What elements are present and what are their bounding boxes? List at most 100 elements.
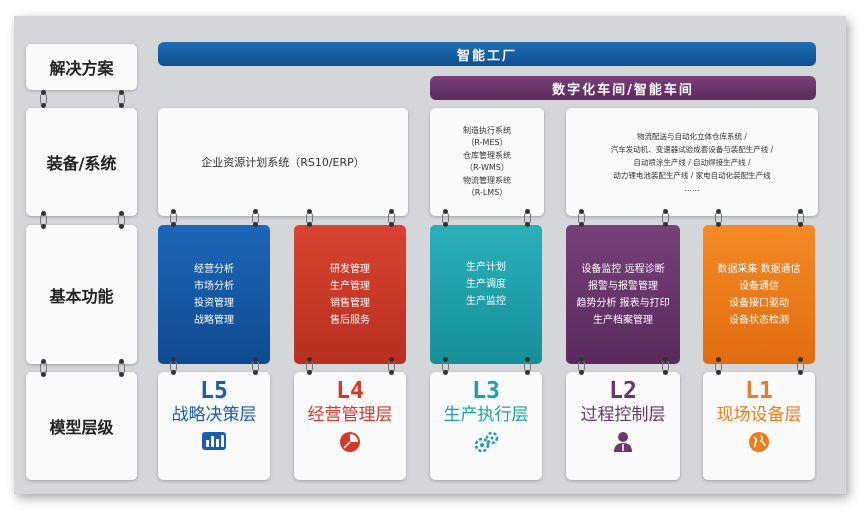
binder-hole [41,359,46,364]
level-code: L3 [472,378,500,404]
binder-hole [443,209,448,214]
binder-hole [307,222,312,227]
binder-hole [119,211,124,216]
row-label-function: 基本功能 [26,225,137,364]
binder-hole [579,357,584,362]
function-item: 报警与报警管理 [588,280,658,292]
automation-line: 汽车发动机、变速器试验成套设备与装配生产线 / [610,144,774,154]
globe-icon [749,432,769,452]
mes-line: 物流管理系统 [463,175,511,185]
automation-system-card: 物流配送与自动化立体仓库系统 / 汽车发动机、变速器试验成套设备与装配生产线 /… [566,108,818,216]
binder-hole [716,222,721,227]
binder-hole [41,103,46,108]
automation-line: 动力锂电池装配生产线 / 家电自动化装配生产线 [613,170,771,180]
function-item: 销售管理 [330,297,370,309]
erp-system-card: 企业资源计划系统（RS10/ERP） [158,108,408,216]
level-code: L2 [609,378,637,404]
function-item: 生产管理 [330,280,370,292]
mes-line: （R-WMS） [465,163,509,172]
binder-hole [525,222,530,227]
automation-line: 自动喷涂生产线 / 自动焊接生产线 / [633,157,751,167]
function-card-l2: 设备监控 远程诊断 报警与报警管理 趋势分析 报表与打印 生产档案管理 [566,225,680,364]
binder-hole [525,370,530,375]
level-name: 现场设备层 [716,405,802,425]
automation-line: 物流配送与自动化立体仓库系统 / [637,131,747,141]
function-item: 市场分析 [194,280,234,292]
bar-chart-icon [202,432,226,450]
level-code: L4 [336,378,364,404]
binder-hole [119,372,124,377]
binder-hole [389,370,394,375]
level-card-l2: L2 过程控制层 [566,372,680,480]
level-card-l4: L4 经营管理层 [294,372,406,480]
function-card-l4: 研发管理 生产管理 销售管理 售后服务 [294,225,406,364]
binder-hole [716,370,721,375]
binder-hole [716,209,721,214]
mes-line: 仓库管理系统 [463,150,511,160]
function-item: 生产计划 [466,262,506,273]
binder-hole [663,209,668,214]
function-item: 投资管理 [194,297,234,309]
function-item: 经营分析 [194,263,234,275]
binder-hole [389,209,394,214]
binder-hole [389,222,394,227]
function-item: 设备通信 [739,280,779,292]
binder-hole [41,372,46,377]
binder-hole [253,222,258,227]
binder-hole [253,357,258,362]
function-item: 设备监控 远程诊断 [581,263,665,275]
binder-hole [663,222,668,227]
level-card-l5: L5 战略决策层 [158,372,270,480]
binder-hole [41,90,46,95]
binder-hole [307,357,312,362]
binder-hole [798,357,803,362]
function-card-l5: 经营分析 市场分析 投资管理 战略管理 [158,225,270,364]
binder-hole [525,357,530,362]
level-code: L5 [200,378,228,404]
function-item: 生产档案管理 [593,314,653,326]
level-name: 过程控制层 [580,405,666,425]
binder-hole [579,370,584,375]
binder-hole [41,224,46,229]
function-item: 研发管理 [330,263,370,275]
row-label-model: 模型层级 [26,372,137,480]
level-card-l3: L3 生产执行层 [430,372,542,480]
binder-hole [798,209,803,214]
binder-hole [443,357,448,362]
binder-hole [579,222,584,227]
level-card-l1: L1 现场设备层 [703,372,815,480]
binder-hole [119,90,124,95]
binder-hole [389,357,394,362]
binder-hole [119,103,124,108]
binder-hole [307,370,312,375]
row-label-equipment: 装备/系统 [26,108,137,216]
binder-hole [307,209,312,214]
binder-hole [171,357,176,362]
automation-line: …… [684,183,700,193]
binder-hole [119,359,124,364]
function-item: 战略管理 [194,314,234,326]
level-code: L1 [745,378,773,404]
mes-line: 制造执行系统 [463,125,511,135]
function-item: 数据采集 数据通信 [717,263,801,275]
function-item: 设备接口驱动 [729,297,789,309]
smart-factory-banner: 智能工厂 [158,42,816,66]
binder-hole [579,209,584,214]
binder-hole [663,357,668,362]
binder-hole [798,222,803,227]
binder-hole [41,211,46,216]
mes-line: （R-LMS） [466,188,508,197]
binder-hole [798,370,803,375]
gears-icon [474,431,499,453]
binder-hole [716,357,721,362]
mes-system-card: 制造执行系统 （R-MES） 仓库管理系统 （R-WMS） 物流管理系统 （R-… [430,108,544,216]
function-item: 生产调度 [466,279,506,290]
binder-hole [171,370,176,375]
binder-hole [171,209,176,214]
pie-chart-icon [340,432,360,452]
binder-hole [253,209,258,214]
mes-line: （R-MES） [466,138,508,147]
row-label-solution: 解决方案 [26,44,137,90]
binder-hole [525,209,530,214]
digital-workshop-banner: 数字化车间/智能车间 [430,76,816,100]
